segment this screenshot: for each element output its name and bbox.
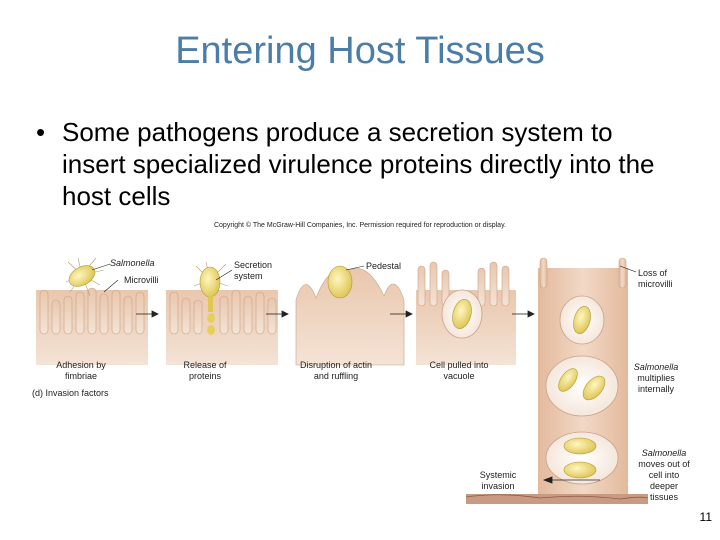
leader-line — [345, 265, 365, 271]
label-line: deeper — [649, 481, 679, 491]
panel-tall-cell — [538, 257, 628, 500]
label-line: system — [234, 271, 263, 281]
label-line: proteins — [188, 371, 222, 381]
salmonella-bacterium-icon — [68, 265, 96, 287]
leader-line — [103, 279, 119, 293]
label-salmonella-moves-out: Salmonella moves out of cell into deeper… — [630, 448, 698, 503]
label-line: Secretion — [234, 260, 273, 270]
bullet-text: Some pathogens produce a secretion syste… — [62, 117, 655, 211]
label-line: internally — [637, 384, 675, 394]
leader-line — [215, 269, 233, 281]
secreted-protein-icon — [207, 313, 215, 323]
salmonella-bacterium-icon — [563, 437, 597, 455]
label-line: Systemic — [479, 470, 517, 480]
label-line: microvilli — [638, 279, 673, 289]
label-systemic-invasion: Systemic invasion — [470, 470, 526, 492]
label-disruption-of-actin: Disruption of actin and ruffling — [288, 360, 384, 382]
slide-title: Entering Host Tissues — [175, 30, 545, 72]
label-line: vacuole — [443, 371, 475, 381]
leader-line — [91, 263, 111, 271]
label-line: Disruption of actin — [299, 360, 373, 370]
label-line: tissues — [649, 492, 678, 502]
label-line: Release of — [183, 360, 227, 370]
label-line: cell into — [648, 470, 680, 480]
salmonella-bacterium-icon — [199, 266, 221, 298]
label-microvilli: Microvilli — [124, 275, 159, 285]
salmonella-bacterium-icon — [558, 368, 578, 392]
label-line: invasion — [481, 481, 515, 491]
panel-vacuole — [416, 261, 516, 365]
label-line: multiplies — [637, 373, 675, 383]
page-number: 11 — [699, 510, 712, 524]
salmonella-bacterium-icon — [563, 461, 597, 479]
leader-line — [619, 265, 637, 273]
secreted-protein-icon — [207, 325, 215, 335]
label-line: Salmonella — [633, 362, 679, 372]
salmonella-bacterium-icon — [327, 265, 353, 299]
label-cell-pulled-into-vacuole: Cell pulled into vacuole — [418, 360, 500, 382]
salmonella-bacterium-icon — [582, 375, 606, 401]
salmonella-bacterium-icon — [452, 299, 472, 329]
label-loss-of-microvilli: Loss of microvilli — [638, 268, 673, 290]
label-secretion-system: Secretion system — [234, 260, 272, 282]
label-salmonella-multiplies: Salmonella multiplies internally — [626, 362, 686, 395]
label-salmonella: Salmonella — [110, 258, 155, 268]
bullet-marker: • — [36, 117, 46, 147]
label-pedestal: Pedestal — [366, 261, 402, 271]
label-line: Salmonella — [641, 448, 687, 458]
label-line: Cell pulled into — [429, 360, 489, 370]
label-line: Loss of — [638, 268, 668, 278]
label-line: moves out of — [638, 459, 690, 469]
salmonella-bacterium-icon — [573, 306, 591, 334]
label-adhesion-by-fimbriae: Adhesion by fimbriae — [46, 360, 116, 382]
panel-secretion — [166, 261, 278, 365]
label-line: fimbriae — [64, 371, 97, 381]
label-release-of-proteins: Release of proteins — [170, 360, 240, 382]
copyright-notice: Copyright © The McGraw-Hill Companies, I… — [213, 222, 506, 229]
deeper-tissue — [466, 494, 648, 504]
panel-caption: (d) Invasion factors — [32, 388, 109, 398]
label-line: and ruffling — [313, 371, 359, 381]
panel-adhesion — [36, 257, 148, 365]
label-line: Adhesion by — [56, 360, 106, 370]
panel-ruffling — [295, 265, 405, 366]
